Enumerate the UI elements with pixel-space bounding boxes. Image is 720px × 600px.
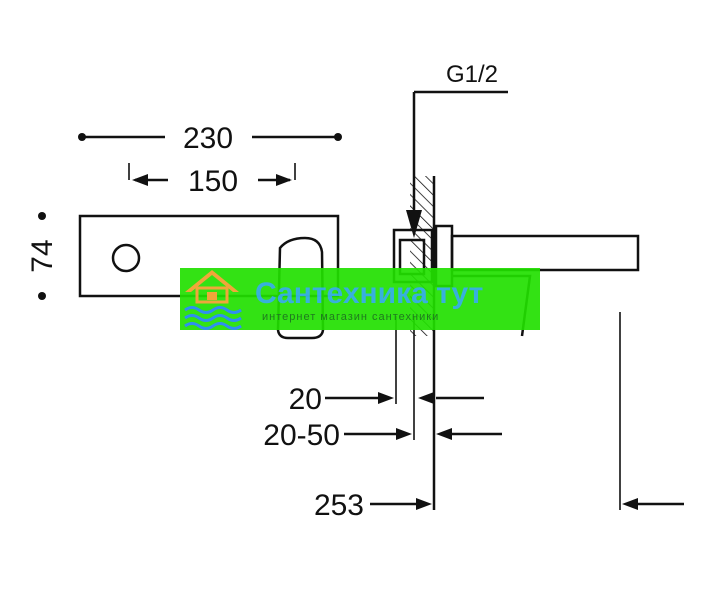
house-icon	[185, 270, 239, 304]
watermark-banner: Сантехника тут интернет магазин сантехни…	[180, 268, 540, 330]
dimension-control-spacing-label: 150	[188, 165, 238, 198]
connection-thread-callout: G1/2	[406, 61, 508, 238]
dimension-spout-reach: 253	[314, 489, 684, 522]
dimension-plate-height-label: 74	[26, 239, 59, 272]
waves-icon	[184, 306, 242, 330]
dimension-overall-width: 230	[78, 122, 342, 155]
watermark-tagline: интернет магазин сантехники	[262, 311, 439, 323]
dimension-wall-range-label: 20-50	[263, 419, 340, 452]
dimension-plate-height: 74	[26, 212, 59, 300]
watermark-brand: Сантехника тут	[255, 277, 483, 310]
dimension-wall-range: 20-50	[263, 419, 502, 452]
dimension-control-spacing: 150	[128, 163, 296, 198]
side-view-mixer	[392, 176, 640, 510]
dimension-wall-gap: 20	[289, 383, 484, 416]
dimension-spout-reach-label: 253	[314, 489, 364, 522]
connection-thread-label: G1/2	[446, 61, 498, 88]
dimension-wall-gap-label: 20	[289, 383, 322, 416]
dimension-overall-width-label: 230	[183, 122, 233, 155]
